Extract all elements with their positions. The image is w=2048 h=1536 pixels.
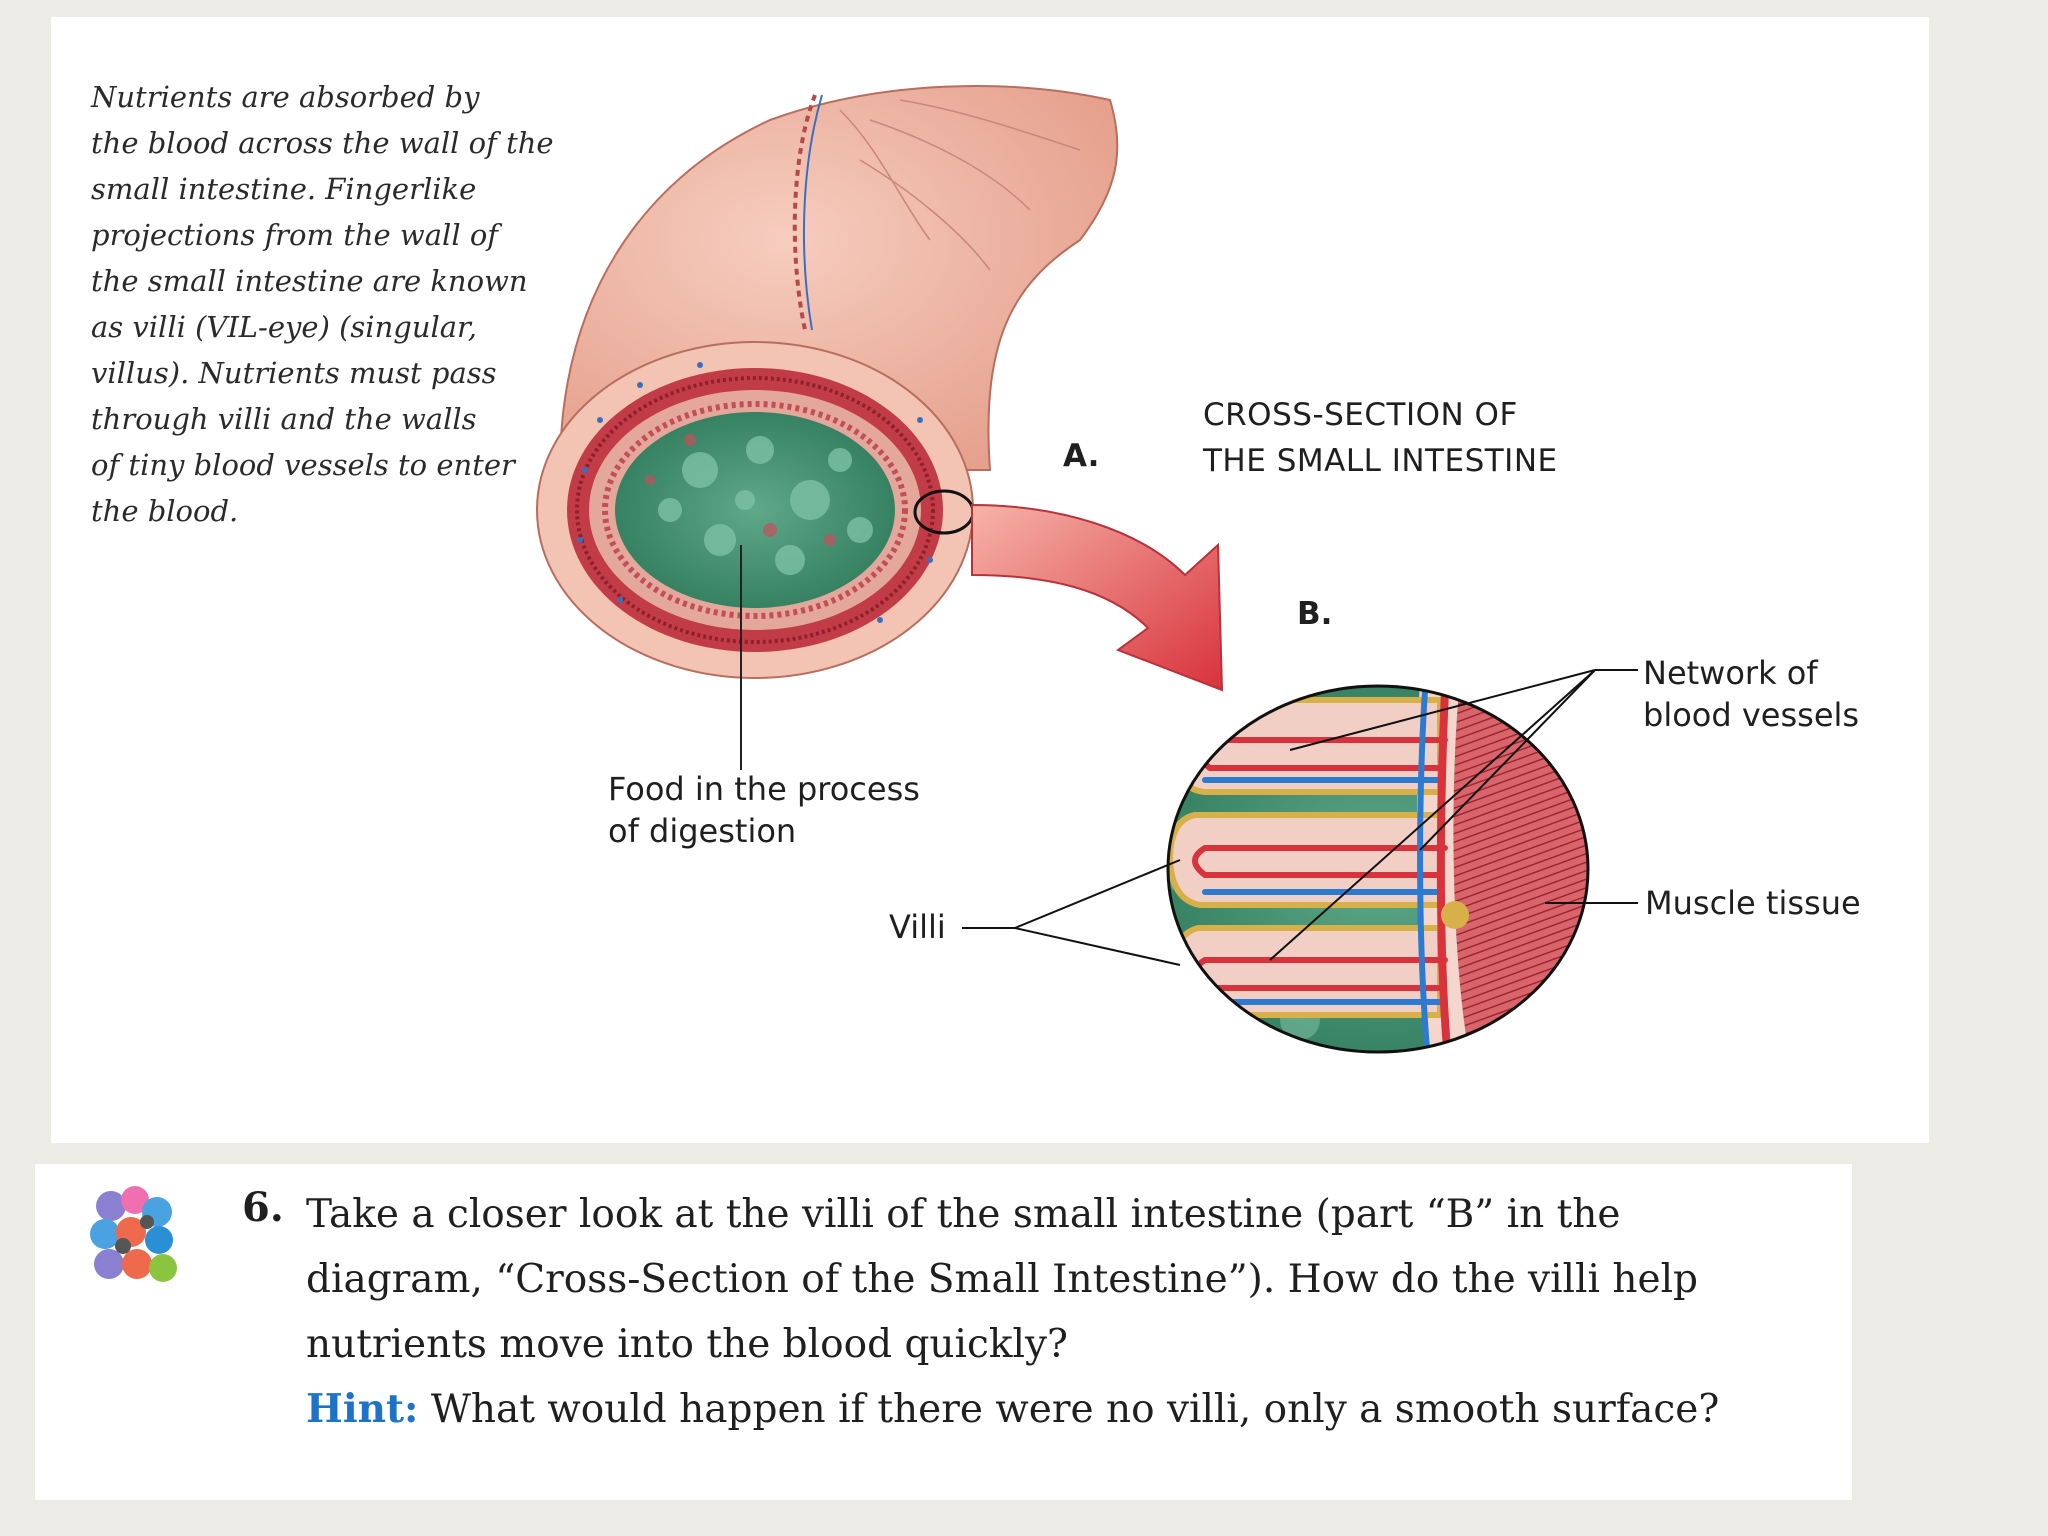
diagram-title-line: THE SMALL INTESTINE — [1203, 443, 1558, 479]
food-label: Food in the process of digestion — [608, 768, 920, 852]
network-label-line: blood vessels — [1643, 696, 1860, 734]
muscle-label: Muscle tissue — [1645, 884, 1861, 922]
caption-line: as villi (VIL-eye) (singular, — [91, 310, 477, 344]
question-text: Take a closer look at the villi of the s… — [306, 1182, 1826, 1377]
villi-magnified — [1168, 686, 1588, 1052]
part-b-label: B. — [1297, 596, 1333, 632]
diagram-title: CROSS-SECTION OF THE SMALL INTESTINE — [1203, 392, 1558, 484]
hint-label: Hint: — [306, 1386, 419, 1432]
network-pointer-lines — [1269, 669, 1638, 961]
zoom-arrow — [971, 503, 1224, 692]
diagram-title-line: CROSS-SECTION OF — [1203, 397, 1518, 433]
hint-text: What would happen if there were no villi… — [418, 1387, 1720, 1432]
food-label-line: Food in the process — [608, 770, 920, 808]
villi-label: Villi — [889, 908, 946, 946]
caption-line: the blood across the wall of the — [91, 126, 554, 160]
network-label-line: Network of — [1643, 654, 1818, 692]
caption-line: through villi and the walls — [91, 402, 477, 436]
question-line: nutrients move into the blood quickly? — [306, 1322, 1068, 1367]
caption-line: of tiny blood vessels to enter — [91, 448, 515, 482]
caption-line: the small intestine are known — [91, 264, 528, 298]
network-label: Network of blood vessels — [1643, 652, 1859, 736]
figure-caption: Nutrients are absorbed by the blood acro… — [91, 74, 554, 534]
caption-line: small intestine. Fingerlike — [91, 172, 477, 206]
food-label-line: of digestion — [608, 812, 797, 850]
intestine-tube — [536, 85, 1119, 679]
question-panel: 6. Take a closer look at the villi of th… — [35, 1164, 1852, 1500]
caption-line: the blood. — [91, 494, 239, 528]
part-a-label: A. — [1063, 438, 1100, 474]
question-bubbles-icon — [90, 1186, 177, 1282]
villi-pointer-lines — [962, 859, 1181, 966]
question-line: diagram, “Cross-Section of the Small Int… — [306, 1257, 1699, 1302]
caption-line: Nutrients are absorbed by — [91, 80, 480, 114]
caption-line: villus). Nutrients must pass — [91, 356, 497, 390]
caption-line: projections from the wall of — [91, 218, 499, 252]
hint: Hint: What would happen if there were no… — [306, 1384, 1719, 1435]
question-line: Take a closer look at the villi of the s… — [306, 1192, 1621, 1237]
question-number: 6. — [242, 1184, 284, 1231]
